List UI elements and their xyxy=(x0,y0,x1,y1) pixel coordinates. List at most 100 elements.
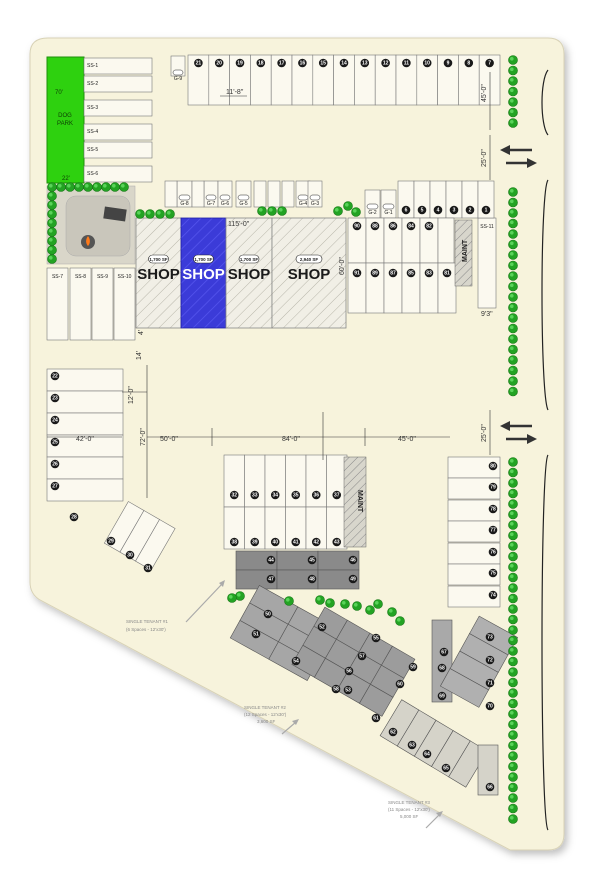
unit-badge[interactable]: 11 xyxy=(402,58,411,68)
unit-badge[interactable]: 57 xyxy=(357,651,367,661)
unit-badge[interactable]: 72 xyxy=(485,655,495,665)
unit-badge[interactable]: 5 xyxy=(417,205,427,215)
unit-badge[interactable]: 38 xyxy=(229,537,239,547)
unit-badge[interactable]: 1 xyxy=(481,205,491,215)
unit-badge[interactable]: 3 xyxy=(449,205,459,215)
unit-badge[interactable]: 56 xyxy=(344,666,354,676)
unit-badge[interactable]: 16 xyxy=(298,58,307,68)
unit-badge[interactable]: 86 xyxy=(388,221,398,231)
unit-badge[interactable]: 29 xyxy=(106,536,116,546)
unit-badge[interactable]: 90 xyxy=(352,221,362,231)
unit-badge[interactable]: 2 xyxy=(465,205,475,215)
unit-badge[interactable]: 47 xyxy=(266,574,276,584)
unit-badge[interactable]: 82 xyxy=(424,221,434,231)
unit-badge[interactable]: 43 xyxy=(332,537,342,547)
unit-badge[interactable]: 77 xyxy=(488,525,498,535)
garage-unit[interactable]: G-3 xyxy=(307,180,323,208)
garage-unit[interactable]: G-1 xyxy=(380,189,397,219)
garage-unit[interactable]: G-8 xyxy=(176,180,193,208)
unit-badge[interactable]: 87 xyxy=(388,268,398,278)
unit-badge[interactable]: 18 xyxy=(256,58,266,68)
unit-badge[interactable]: 21 xyxy=(194,58,203,68)
unit-badge[interactable]: 89 xyxy=(370,268,380,278)
unit-badge[interactable]: 34 xyxy=(270,490,280,500)
garage-unit[interactable]: G-9 xyxy=(170,55,186,82)
unit-badge[interactable]: 76 xyxy=(488,547,498,557)
unit-badge[interactable]: 39 xyxy=(250,537,260,547)
unit-badge[interactable]: 17 xyxy=(277,58,286,68)
unit-badge[interactable]: 50 xyxy=(263,609,273,619)
unit-badge[interactable]: 37 xyxy=(332,490,342,500)
unit-badge[interactable]: 14 xyxy=(339,58,349,68)
unit-badge[interactable]: 85 xyxy=(406,268,416,278)
unit-badge[interactable]: 28 xyxy=(69,512,79,522)
unit-badge[interactable]: 35 xyxy=(291,490,301,500)
unit-badge[interactable]: 52 xyxy=(317,622,327,632)
unit-badge[interactable]: 46 xyxy=(348,555,358,565)
unit-badge[interactable]: 64 xyxy=(422,749,432,759)
unit-badge[interactable]: 48 xyxy=(307,574,317,584)
unit-badge[interactable]: 75 xyxy=(488,568,498,578)
unit-badge[interactable]: 4 xyxy=(433,205,443,215)
unit-badge[interactable]: 53 xyxy=(343,685,353,695)
garage-unit[interactable]: G-6 xyxy=(217,180,233,208)
unit-badge[interactable]: 71 xyxy=(485,678,495,688)
unit-badge[interactable]: 88 xyxy=(370,221,380,231)
unit-badge[interactable]: 78 xyxy=(488,504,498,514)
unit-badge[interactable]: 9 xyxy=(443,58,453,68)
unit-badge[interactable]: 40 xyxy=(270,537,280,547)
unit-badge[interactable]: 65 xyxy=(441,763,451,773)
unit-badge[interactable]: 23 xyxy=(50,393,60,403)
unit-badge[interactable]: 83 xyxy=(424,268,434,278)
unit-badge[interactable]: 79 xyxy=(488,482,498,492)
unit-badge[interactable]: 15 xyxy=(318,58,328,68)
unit-badge[interactable]: 80 xyxy=(488,461,498,471)
unit-badge[interactable]: 32 xyxy=(229,490,239,500)
unit-badge[interactable]: 42 xyxy=(311,537,321,547)
unit-badge[interactable]: 63 xyxy=(407,740,417,750)
unit-badge[interactable]: 55 xyxy=(371,633,381,643)
unit-badge[interactable]: 20 xyxy=(214,58,224,68)
unit-badge[interactable]: 51 xyxy=(251,629,261,639)
unit-badge[interactable]: 26 xyxy=(50,459,60,469)
unit-badge[interactable]: 44 xyxy=(266,555,276,565)
unit-badge[interactable]: 19 xyxy=(235,58,245,68)
unit-badge[interactable]: 67 xyxy=(439,647,449,657)
garage-unit[interactable]: G-7 xyxy=(203,180,219,208)
unit-badge[interactable]: 30 xyxy=(125,550,135,560)
unit-badge[interactable]: 81 xyxy=(442,268,452,278)
unit-badge[interactable]: 27 xyxy=(50,481,60,491)
garage-unit[interactable]: G-2 xyxy=(364,189,381,219)
unit-badge[interactable]: 41 xyxy=(291,537,301,547)
unit-badge[interactable]: 45 xyxy=(307,555,317,565)
unit-badge[interactable]: 8 xyxy=(464,58,474,68)
unit-badge[interactable]: 12 xyxy=(381,58,390,68)
unit-badge[interactable]: 59 xyxy=(408,662,418,672)
unit-badge[interactable]: 84 xyxy=(406,221,416,231)
unit-badge[interactable]: 58 xyxy=(331,684,341,694)
garage-unit[interactable]: G-5 xyxy=(235,180,252,208)
unit-badge[interactable]: 25 xyxy=(50,437,60,447)
unit-badge[interactable]: 31 xyxy=(143,563,153,573)
unit-badge[interactable]: 49 xyxy=(348,574,358,584)
garage-unit[interactable]: G-4 xyxy=(295,180,311,208)
unit-badge[interactable]: 91 xyxy=(352,268,362,278)
unit-badge[interactable]: 66 xyxy=(485,782,495,792)
unit-badge[interactable]: 6 xyxy=(401,205,411,215)
unit-badge[interactable]: 68 xyxy=(437,663,447,673)
unit-badge[interactable]: 54 xyxy=(291,656,301,666)
unit-badge[interactable]: 74 xyxy=(488,590,498,600)
unit-badge[interactable]: 73 xyxy=(485,632,495,642)
unit-badge[interactable]: 22 xyxy=(50,371,60,381)
unit-badge[interactable]: 61 xyxy=(371,713,381,723)
unit-badge[interactable]: 60 xyxy=(395,679,405,689)
unit-badge[interactable]: 62 xyxy=(388,727,398,737)
unit-badge[interactable]: 36 xyxy=(311,490,321,500)
unit-badge[interactable]: 10 xyxy=(422,58,432,68)
unit-badge[interactable]: 70 xyxy=(485,701,495,711)
unit-badge[interactable]: 69 xyxy=(437,691,447,701)
unit-badge[interactable]: 7 xyxy=(485,58,494,68)
